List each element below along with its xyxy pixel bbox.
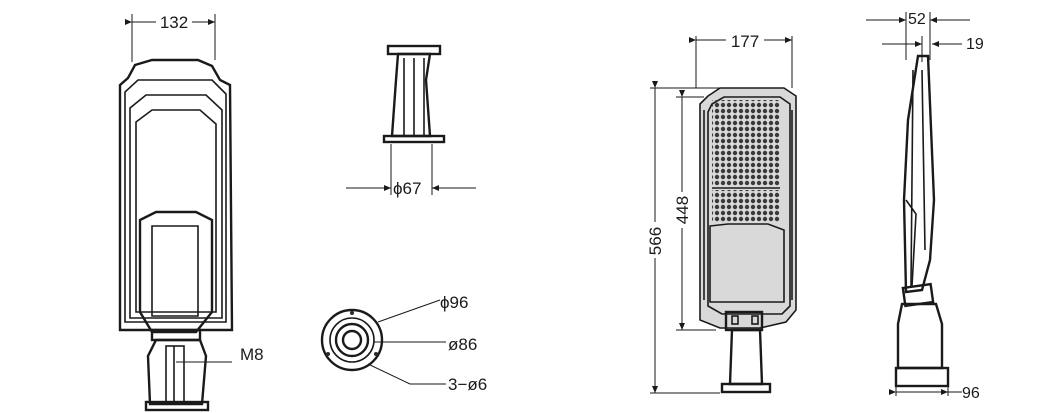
dim-led-length: 448 <box>673 196 692 224</box>
dim-holes: 3−ø6 <box>448 375 487 394</box>
side-view: 52 19 96 <box>866 11 984 402</box>
dim-side-depth: 52 <box>908 11 926 28</box>
dim-side-thin: 19 <box>966 36 984 53</box>
dim-flange-outer: ϕ96 <box>440 293 468 312</box>
led-face-view: 177 566 448 <box>643 30 797 394</box>
dim-total-length: 566 <box>646 227 665 255</box>
dim-bracket-diameter: ϕ67 <box>393 179 421 198</box>
flange-top-view: ϕ96 ø86 3−ø6 <box>320 293 487 394</box>
bracket-side-view: ϕ67 <box>346 44 476 198</box>
label-thread: M8 <box>240 345 264 364</box>
dim-base-width: 96 <box>962 385 980 402</box>
dim-lamp-width: 177 <box>731 32 759 51</box>
front-view: 132 M8 <box>118 10 264 412</box>
dim-flange-inner: ø86 <box>448 335 477 354</box>
dim-front-width: 132 <box>160 13 188 32</box>
